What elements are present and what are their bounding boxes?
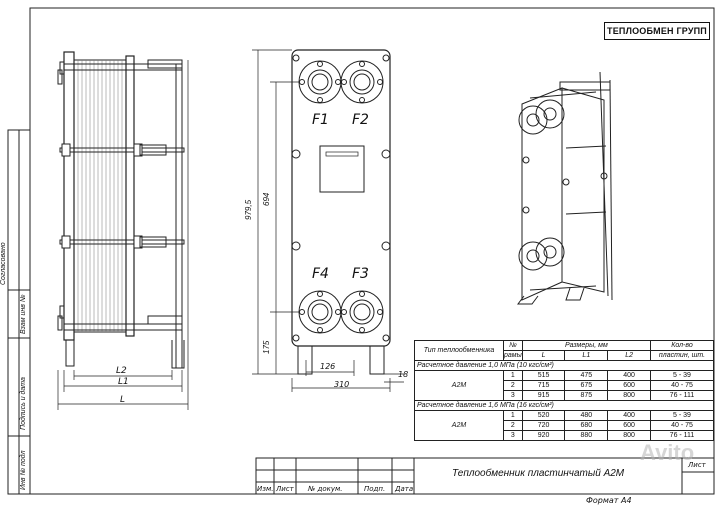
stamp-replaces-label: Взам инв № [20, 294, 27, 334]
model-2: А2М [414, 410, 504, 441]
hdr-count-2: пластин, шт. [650, 350, 714, 361]
sheet-label: Лист [688, 461, 706, 469]
flange-label-f2: F2 [352, 112, 369, 128]
cell: 875 [564, 390, 609, 401]
cell: 600 [607, 380, 651, 391]
stamp-invno-label: Инв № подл [20, 450, 27, 490]
cell: 920 [521, 430, 566, 441]
dim-foot: 18 [398, 370, 409, 379]
col-sign: Подп. [364, 485, 386, 493]
cell: 76 - 111 [650, 430, 714, 441]
col-izm: Изм. [257, 485, 274, 493]
hdr-frame-no: № [503, 340, 523, 351]
cell: 720 [521, 420, 566, 431]
brand-logo: ТЕПЛООБМЕН ГРУПП [604, 22, 710, 40]
cell: 400 [607, 370, 651, 381]
hdr-sizes: Размеры, мм [521, 340, 652, 351]
dim-l1: L1 [118, 377, 129, 387]
watermark: Avito [640, 440, 695, 465]
drawing-title: Теплообменник пластинчатый А2М [452, 468, 625, 479]
cell: 800 [607, 390, 651, 401]
cell: 915 [521, 390, 566, 401]
iso-view [517, 71, 613, 305]
cell: 5 - 39 [650, 410, 714, 421]
hdr-type: Тип теплообменника [414, 340, 504, 361]
cell: 40 - 75 [650, 380, 714, 391]
cell: 800 [607, 430, 651, 441]
dim-width: 310 [334, 380, 350, 389]
flange-label-f3: F3 [352, 266, 369, 282]
group-1-label: Расчетное давление 1,0 МПа (10 кгс/см²) [414, 360, 714, 371]
cell: 5 - 39 [650, 370, 714, 381]
cell: 675 [564, 380, 609, 391]
cell: 475 [564, 370, 609, 381]
cell: 76 - 111 [650, 390, 714, 401]
dim-port-spacing: 694 [262, 192, 271, 206]
dim-total-height: 979,5 [244, 199, 253, 220]
stamp-signdate-label: Подпись и дата [20, 377, 27, 430]
group-2-label: Расчетное давление 1,6 МПа (16 кгс/см²) [414, 400, 714, 411]
cell: 1 [503, 370, 523, 381]
cell: 3 [503, 390, 523, 401]
col-doc: № докум. [308, 485, 343, 493]
cell: 3 [503, 430, 523, 441]
stamp-agreed-label: Согласовано [0, 242, 7, 285]
cell: 480 [564, 410, 609, 421]
cell: 680 [564, 420, 609, 431]
hdr-L2: L2 [607, 350, 651, 361]
cell: 515 [521, 370, 566, 381]
col-date: Дата [395, 485, 414, 493]
dim-l: L [120, 395, 126, 405]
cell: 2 [503, 420, 523, 431]
flange-label-f4: F4 [312, 266, 329, 282]
model-1: А2М [414, 370, 504, 401]
cell: 520 [521, 410, 566, 421]
col-list: Лист [276, 485, 294, 493]
title-block-frame [255, 457, 715, 495]
flange-label-f1: F1 [312, 112, 329, 128]
left-stamp [7, 129, 31, 495]
hdr-L1: L1 [564, 350, 609, 361]
cell: 600 [607, 420, 651, 431]
dim-port-width: 126 [320, 362, 336, 371]
hdr-frame: рамы [503, 350, 523, 361]
cell: 2 [503, 380, 523, 391]
spec-table: Тип теплообменника № Размеры, мм Кол-во … [414, 340, 714, 441]
hdr-L: L [521, 350, 566, 361]
cell: 40 - 75 [650, 420, 714, 431]
front-view [252, 49, 404, 392]
cell: 715 [521, 380, 566, 391]
cell: 880 [564, 430, 609, 441]
dim-l2: L2 [116, 366, 127, 376]
cell: 400 [607, 410, 651, 421]
format-label: Формат А4 [586, 496, 632, 505]
cell: 1 [503, 410, 523, 421]
dim-bottom: 175 [262, 340, 271, 354]
hdr-count-1: Кол-во [650, 340, 714, 351]
side-view [57, 51, 189, 410]
